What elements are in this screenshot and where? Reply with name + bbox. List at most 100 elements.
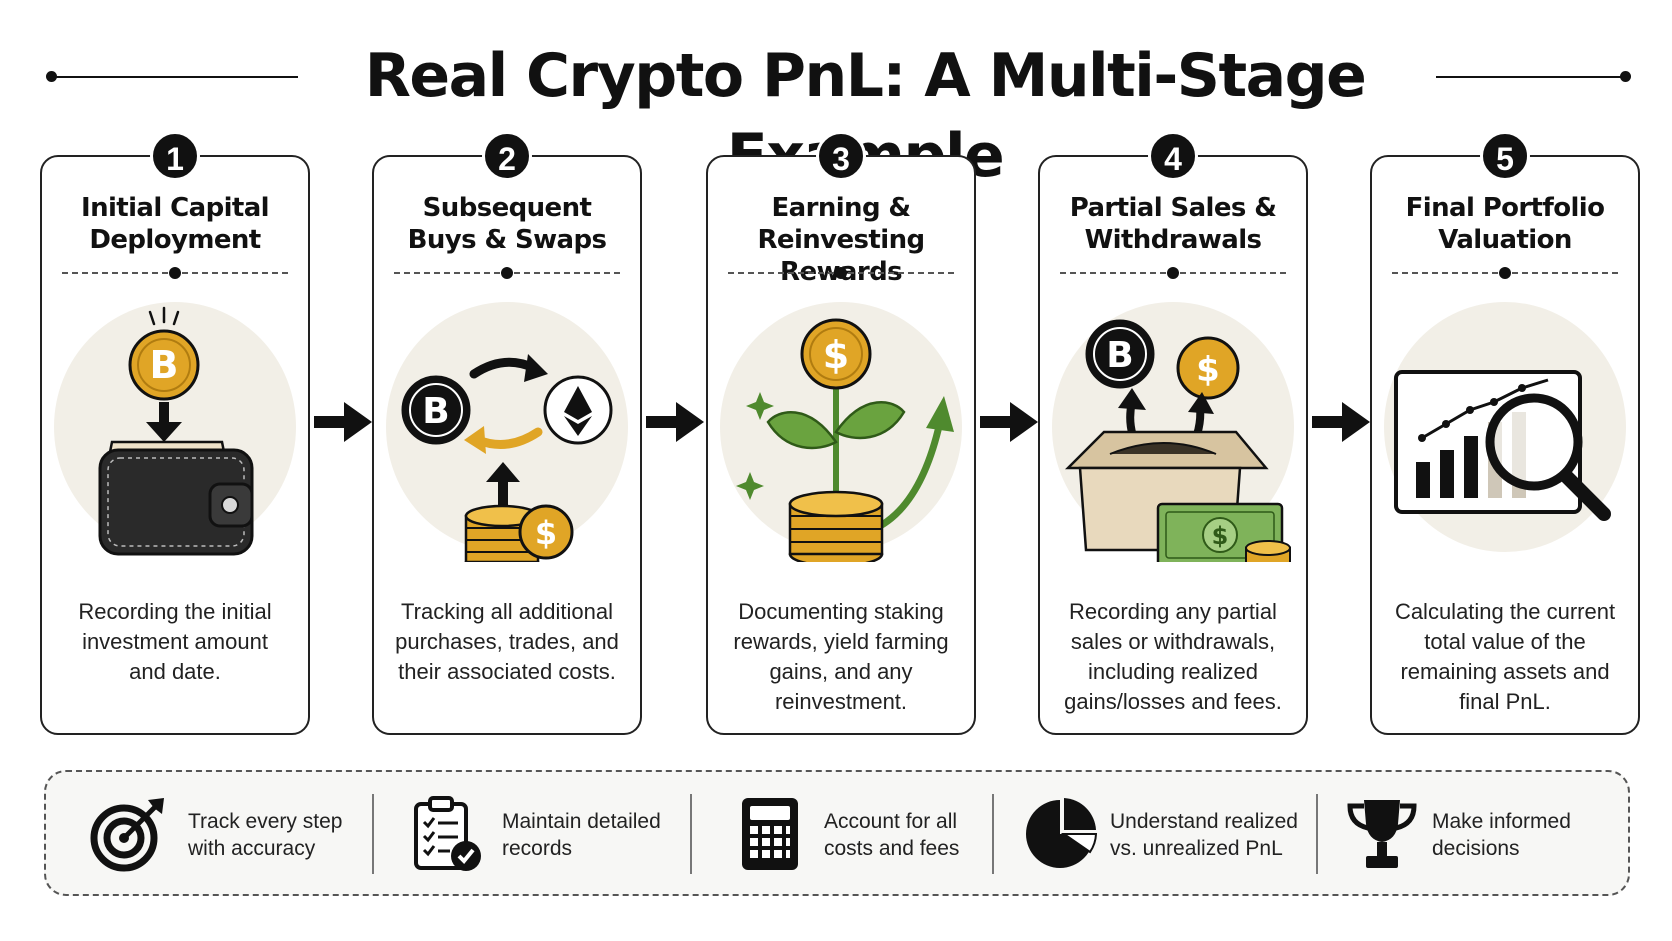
takeaway-text: Maintain detailed records bbox=[502, 808, 661, 862]
flow-arrow-icon bbox=[314, 402, 372, 442]
stage-title: Final Portfolio Valuation bbox=[1380, 192, 1630, 256]
calculator-icon bbox=[742, 798, 798, 870]
divider-dot bbox=[835, 267, 847, 279]
stage-title-line: Subsequent bbox=[422, 193, 592, 223]
description-line: Recording any partial bbox=[1069, 599, 1277, 624]
description-line: sales or withdrawals, bbox=[1070, 629, 1276, 654]
wallet-deposit-illustration: B bbox=[98, 306, 254, 556]
bitcoin-coin-icon: B bbox=[1085, 319, 1155, 389]
divider-dot bbox=[1499, 267, 1511, 279]
takeaway-item: Make informed decisions bbox=[1320, 772, 1628, 894]
description-line: and date. bbox=[129, 659, 221, 684]
ethereum-coin-icon bbox=[543, 375, 613, 445]
takeaway-line: Maintain detailed bbox=[502, 810, 661, 833]
sparkle-icon bbox=[736, 392, 774, 500]
takeaway-item: Maintain detailed records bbox=[376, 772, 696, 894]
takeaway-separator bbox=[1316, 794, 1318, 874]
stage-number-badge: 5 bbox=[1480, 131, 1530, 181]
takeaway-text: Understand realized vs. unrealized PnL bbox=[1110, 808, 1298, 862]
stage-title: Initial Capital Deployment bbox=[50, 192, 300, 256]
stage-card-5: 5 Final Portfolio Valuation Calculating … bbox=[1370, 131, 1640, 735]
dollar-coin-icon: $ bbox=[1176, 336, 1240, 400]
description-line: Calculating the current bbox=[1394, 599, 1616, 624]
description-line: Tracking all additional bbox=[401, 599, 613, 624]
pie-chart-icon bbox=[1026, 798, 1098, 868]
stage-card-2: 2 Subsequent Buys & Swaps B bbox=[372, 131, 642, 735]
description-line: purchases, trades, and bbox=[395, 629, 619, 654]
takeaway-line: vs. unrealized PnL bbox=[1110, 837, 1283, 860]
takeaway-text: Make informed decisions bbox=[1432, 808, 1571, 862]
stage-number-badge: 3 bbox=[816, 131, 866, 181]
swap-arrows-icon bbox=[464, 354, 548, 454]
description-line: investment amount bbox=[82, 629, 268, 654]
stage-card-1: 1 Initial Capital Deployment B Recording… bbox=[40, 131, 310, 735]
stage-title-line: Withdrawals bbox=[1084, 225, 1262, 255]
takeaway-line: Understand realized bbox=[1110, 810, 1298, 833]
description-line: gains, and any bbox=[769, 659, 913, 684]
arrow-down-icon bbox=[146, 402, 182, 442]
takeaway-item: Track every step with accuracy bbox=[46, 772, 366, 894]
flow-arrow-icon bbox=[1312, 402, 1370, 442]
stage-description: Documenting staking rewards, yield farmi… bbox=[722, 597, 960, 717]
takeaway-separator bbox=[372, 794, 374, 874]
stage-title-line: Earning & bbox=[771, 193, 912, 223]
reinvest-rewards-illustration: $ bbox=[736, 318, 954, 562]
coin-stack-icon bbox=[788, 490, 884, 562]
title-row: Real Crypto PnL: A Multi-Stage Example bbox=[0, 30, 1672, 191]
stage-title: Partial Sales & Withdrawals bbox=[1048, 192, 1298, 256]
takeaway-line: Account for all bbox=[824, 810, 958, 833]
stage-number-badge: 2 bbox=[482, 131, 532, 181]
stage-card-4: 4 Partial Sales & Withdrawals B $ bbox=[1038, 131, 1308, 735]
stage-title-line: Buys & Swaps bbox=[407, 225, 607, 255]
description-line: remaining assets and bbox=[1400, 659, 1610, 684]
takeaway-line: Make informed bbox=[1432, 810, 1571, 833]
withdrawal-illustration: B $ $ bbox=[1064, 319, 1291, 562]
takeaway-item: Account for all costs and fees bbox=[694, 772, 994, 894]
flow-arrow-icon bbox=[646, 402, 704, 442]
title-line-right bbox=[1436, 76, 1624, 78]
title-line-dot-left bbox=[46, 71, 57, 82]
dollar-symbol: $ bbox=[1212, 522, 1229, 550]
stage-title: Subsequent Buys & Swaps bbox=[382, 192, 632, 256]
coin-stack-icon bbox=[1245, 540, 1291, 562]
stage-description: Calculating the current total value of t… bbox=[1386, 597, 1624, 717]
bitcoin-symbol: B bbox=[1106, 335, 1133, 376]
description-line: rewards, yield farming bbox=[733, 629, 949, 654]
dollar-symbol: $ bbox=[1196, 350, 1220, 390]
takeaway-line: records bbox=[502, 837, 573, 860]
stage-title-line: Final Portfolio bbox=[1405, 193, 1605, 223]
stage-number-badge: 1 bbox=[150, 131, 200, 181]
divider-dot bbox=[501, 267, 513, 279]
title-line-left bbox=[52, 76, 298, 78]
stage-description: Recording any partial sales or withdrawa… bbox=[1054, 597, 1292, 717]
description-line: final PnL. bbox=[1459, 689, 1551, 714]
stage-title-line: Partial Sales & bbox=[1069, 193, 1277, 223]
stage-card-3: 3 Earning & Reinvesting Rewards $ bbox=[706, 131, 976, 735]
takeaway-text: Track every step with accuracy bbox=[188, 808, 342, 862]
growth-arrow-icon bbox=[876, 396, 954, 530]
takeaway-separator bbox=[690, 794, 692, 874]
arrow-head bbox=[1118, 388, 1146, 410]
description-line: gains/losses and fees. bbox=[1064, 689, 1282, 714]
takeaway-text: Account for all costs and fees bbox=[824, 808, 959, 862]
stage-title-line: Initial Capital bbox=[81, 193, 270, 223]
flow-arrow-icon bbox=[980, 402, 1038, 442]
description-line: reinvestment. bbox=[774, 689, 908, 714]
buy-swap-illustration: B $ bbox=[401, 354, 613, 562]
bitcoin-coin-icon: B bbox=[401, 375, 471, 445]
divider-dot bbox=[169, 267, 181, 279]
takeaway-line: Track every step bbox=[188, 810, 343, 833]
bitcoin-coin-icon: B bbox=[128, 329, 200, 401]
description-line: their associated costs. bbox=[398, 659, 616, 684]
dollar-symbol: $ bbox=[535, 514, 557, 552]
dollar-symbol: $ bbox=[823, 333, 849, 377]
wallet-icon bbox=[98, 440, 254, 556]
dollar-coin-icon: $ bbox=[518, 504, 574, 560]
arrow-up-icon bbox=[486, 462, 520, 506]
description-line: including realized bbox=[1088, 659, 1258, 684]
trophy-icon bbox=[1347, 800, 1417, 868]
sparkle-lines-icon bbox=[148, 306, 180, 326]
clipboard-checklist-icon bbox=[414, 796, 481, 871]
target-icon bbox=[90, 798, 164, 872]
stage-description: Tracking all additional purchases, trade… bbox=[388, 597, 626, 687]
